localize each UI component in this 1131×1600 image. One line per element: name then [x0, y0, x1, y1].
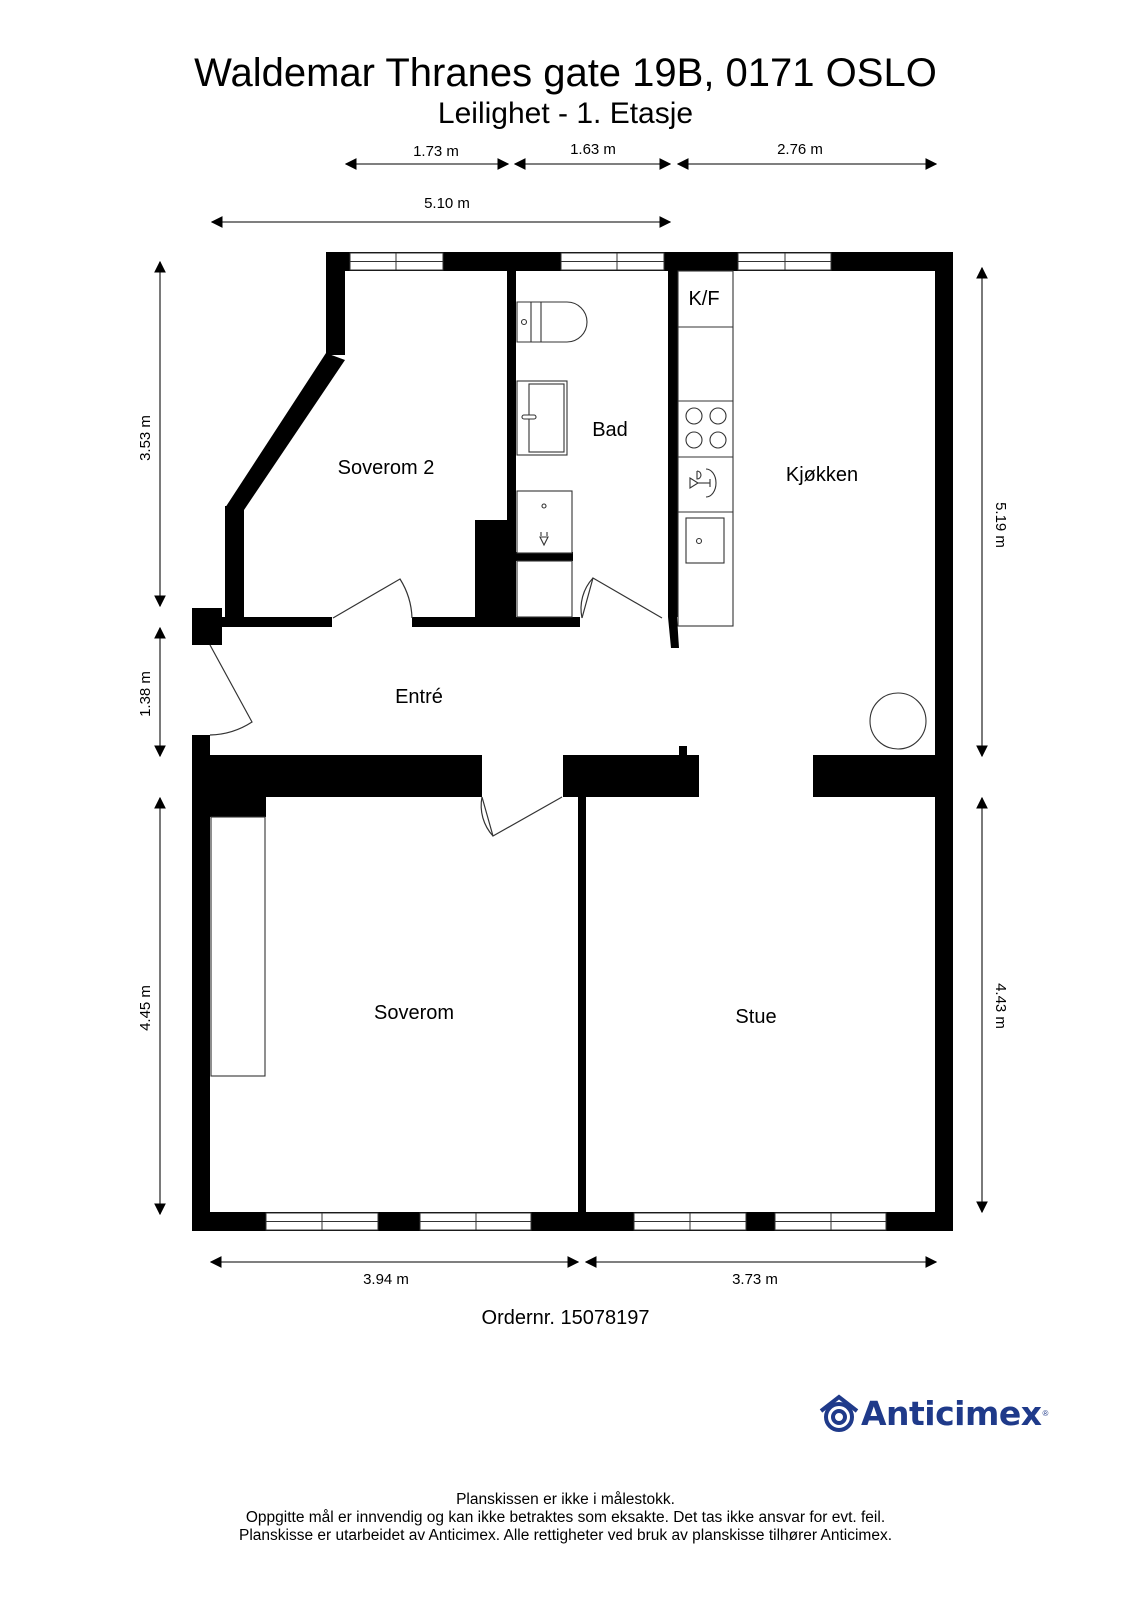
door-soverom: [481, 796, 563, 837]
room-label-bad: Bad: [592, 419, 628, 441]
dim-right-lower: 4.43 m: [992, 983, 1009, 1029]
dim-top-3: 2.76 m: [777, 141, 823, 158]
door-entry: [209, 644, 253, 736]
dim-left-upper: 3.53 m: [137, 415, 154, 461]
room-label-kf: K/F: [688, 288, 720, 310]
footer-line-2: Oppgitte mål er innvendig og kan ikke be…: [245, 1509, 886, 1526]
order-number: Ordernr. 15078197: [481, 1307, 650, 1329]
logo-registered-mark: ®: [1042, 1408, 1049, 1418]
door-soverom2: [332, 578, 413, 619]
dim-right-upper: 5.19 m: [992, 502, 1009, 548]
room-label-stue: Stue: [735, 1006, 777, 1028]
plan-subtitle: Leilighet - 1. Etasje: [437, 97, 694, 130]
kitchen-sink-icon: [685, 517, 725, 564]
doors: [209, 577, 663, 837]
dim-top-2: 1.63 m: [570, 141, 616, 158]
dimension-lines: [154, 158, 988, 1268]
fixtures: [210, 270, 927, 1077]
windows: [265, 252, 887, 1231]
room-label-soverom2: Soverom 2: [337, 457, 435, 479]
room-label-entre: Entré: [395, 686, 443, 708]
room-label-soverom: Soverom: [373, 1002, 455, 1024]
logo-wordmark: Anticimex: [861, 1393, 1042, 1433]
footer-line-1: Planskissen er ikke i målestokk.: [456, 1491, 675, 1508]
dim-left-lower: 4.45 m: [137, 985, 154, 1031]
walls: [192, 252, 953, 1231]
round-table-icon: [869, 692, 927, 750]
dim-bottom-right: 3.73 m: [732, 1271, 778, 1288]
plan-title: Waldemar Thranes gate 19B, 0171 OSLO: [194, 51, 937, 95]
wardrobe-icon: [210, 816, 266, 1077]
anticimex-logo: Anticimex ®: [817, 1393, 1048, 1433]
toilet-icon: [516, 301, 588, 343]
footer-line-3: Planskisse er utarbeidet av Anticimex. A…: [238, 1527, 892, 1544]
dim-top-total: 5.10 m: [424, 195, 470, 212]
dim-top-1: 1.73 m: [413, 143, 459, 160]
door-bad: [581, 577, 663, 619]
room-label-kjokken: Kjøkken: [785, 464, 859, 486]
dishwasher-icon: [689, 468, 717, 498]
dim-left-middle: 1.38 m: [137, 671, 154, 717]
kitchen-counter: [677, 270, 734, 627]
anticimex-spiral-icon: [819, 1394, 859, 1432]
dim-bottom-left: 3.94 m: [363, 1271, 409, 1288]
stove-icon: [685, 407, 727, 449]
